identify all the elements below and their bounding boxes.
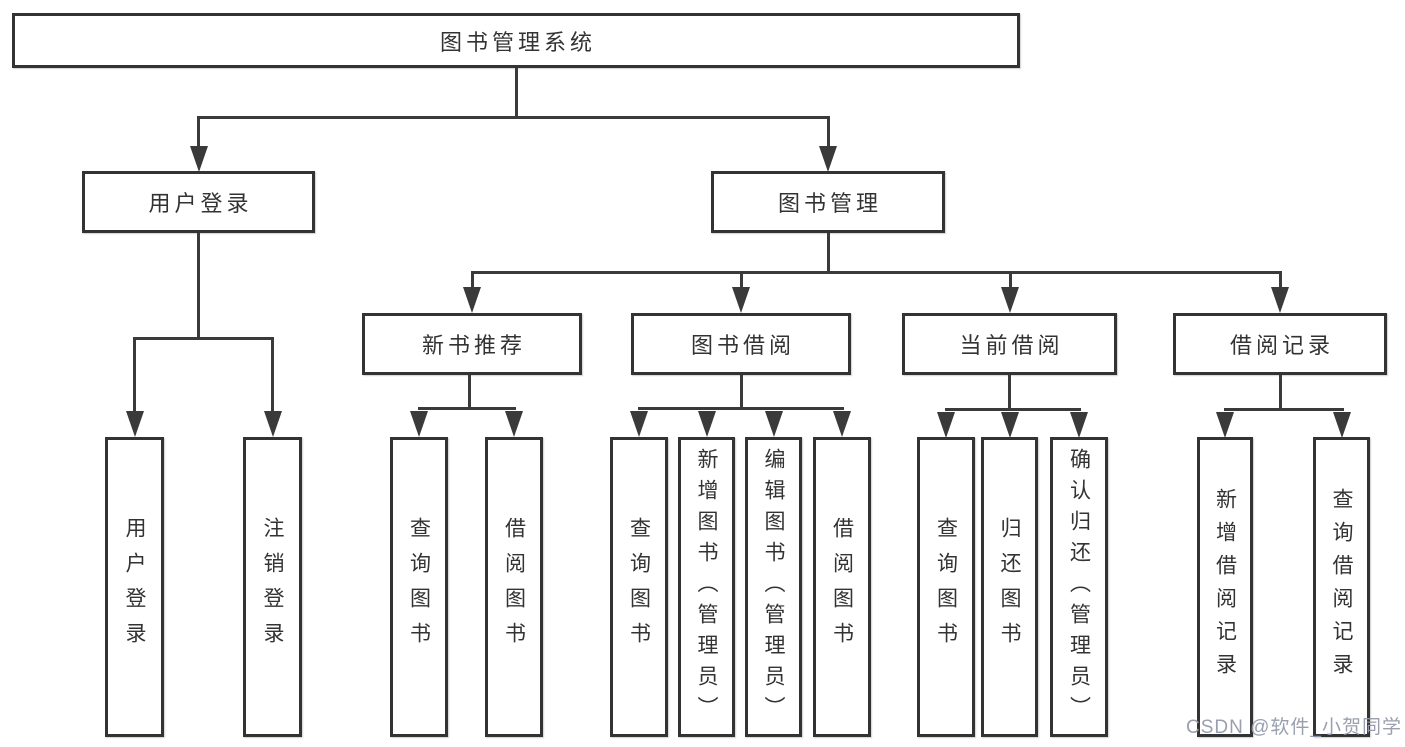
node-book-management: 图书管理 (711, 171, 945, 233)
connector-current-branch (944, 408, 1081, 411)
leaf-query-books-current: 查询图书 (917, 437, 975, 737)
arrow-down-leaf-logout (263, 411, 282, 437)
node-borrow-records-label: 借阅记录 (1229, 333, 1334, 358)
leaf-add-borrow-record: 新增借阅记录 (1197, 437, 1253, 737)
connector-drop-current (1008, 274, 1012, 288)
connector-drop-borrow (739, 274, 743, 288)
connector-drop-user-login (197, 119, 200, 147)
arrow-down-borrow-books-recommend (505, 411, 523, 437)
node-new-book-recommend: 新书推荐 (362, 313, 582, 375)
connector-drop-book-mgmt (826, 119, 830, 147)
arrow-down-query-books-current (937, 412, 955, 438)
arrow-down-book-mgmt (819, 146, 837, 172)
node-new-book-recommend-label: 新书推荐 (421, 333, 526, 358)
node-current-borrow: 当前借阅 (902, 313, 1117, 375)
connector-root-branch (197, 116, 830, 119)
arrow-down-add-book (697, 411, 716, 437)
connector-drop-records (1278, 274, 1282, 288)
connector-records-stem (1278, 375, 1282, 408)
node-user-login: 用户登录 (82, 171, 315, 233)
arrow-down-records (1271, 287, 1289, 313)
arrow-down-user-login (189, 146, 208, 172)
watermark: CSDN @软件_小贺同学 (1186, 717, 1402, 738)
leaf-return-books-label: 归还图书 (998, 517, 1021, 657)
connector-current-stem (1008, 375, 1011, 408)
connector-drop-recommend (470, 274, 474, 288)
leaf-query-books-borrow: 查询图书 (610, 437, 668, 737)
connector-bookmgmt-branch (470, 271, 1282, 274)
connector-records-branch (1223, 408, 1344, 411)
connector-root-stem (514, 68, 518, 119)
leaf-add-borrow-record-label: 新增借阅记录 (1213, 488, 1237, 686)
leaf-logout: 注销登录 (243, 437, 302, 737)
leaf-edit-book-admin-label: 编辑图书（管理员） (762, 447, 785, 727)
leaf-borrow-books-recommend: 借阅图书 (485, 437, 543, 737)
node-library-system: 图书管理系统 (12, 13, 1020, 68)
leaf-user-login-label: 用户登录 (123, 517, 146, 657)
arrow-down-borrow-books (833, 411, 851, 437)
leaf-query-books-borrow-label: 查询图书 (627, 517, 651, 657)
leaf-query-books-recommend-label: 查询图书 (407, 517, 431, 657)
connector-userlogin-branch (133, 337, 274, 340)
leaf-query-books-current-label: 查询图书 (934, 517, 958, 657)
arrow-down-borrow (732, 287, 750, 313)
connector-borrow-stem (739, 375, 743, 407)
leaf-confirm-return-admin: 确认归还（管理员） (1050, 437, 1108, 737)
arrow-down-return-books (1000, 412, 1019, 438)
leaf-query-borrow-record-label: 查询借阅记录 (1330, 488, 1353, 686)
leaf-query-borrow-record: 查询借阅记录 (1313, 437, 1370, 737)
leaf-borrow-books-label: 借阅图书 (830, 517, 854, 657)
leaf-query-books-recommend: 查询图书 (390, 437, 448, 737)
node-book-management-label: 图书管理 (777, 191, 882, 216)
leaf-edit-book-admin: 编辑图书（管理员） (745, 437, 802, 737)
arrow-down-current (1001, 287, 1019, 313)
arrow-down-add-record (1216, 412, 1234, 438)
leaf-return-books: 归还图书 (981, 437, 1038, 737)
leaf-add-book-admin-label: 新增图书（管理员） (695, 447, 718, 727)
node-library-system-label: 图书管理系统 (439, 29, 596, 55)
arrow-down-recommend (463, 287, 481, 313)
node-book-borrow-label: 图书借阅 (690, 333, 795, 358)
connector-drop-leaf-logout (271, 340, 274, 412)
leaf-add-book-admin: 新增图书（管理员） (678, 437, 735, 737)
connector-recommend-stem (468, 375, 471, 407)
arrow-down-query-books-recommend (410, 411, 428, 437)
leaf-confirm-return-admin-label: 确认归还（管理员） (1067, 447, 1091, 727)
arrow-down-query-record (1332, 412, 1351, 438)
leaf-borrow-books-recommend-label: 借阅图书 (502, 517, 526, 657)
leaf-user-login: 用户登录 (105, 437, 164, 737)
leaf-borrow-books: 借阅图书 (813, 437, 871, 737)
connector-recommend-branch (417, 407, 516, 410)
connector-userlogin-stem (197, 233, 200, 337)
node-borrow-records: 借阅记录 (1173, 313, 1387, 375)
node-current-borrow-label: 当前借阅 (959, 333, 1064, 358)
leaf-logout-label: 注销登录 (261, 517, 284, 657)
arrow-down-leaf-login (125, 411, 144, 437)
connector-bookmgmt-stem (826, 233, 830, 271)
connector-borrow-branch (637, 407, 844, 410)
arrow-down-confirm-return (1070, 412, 1088, 438)
connector-drop-leaf-login (133, 340, 136, 412)
node-user-login-label: 用户登录 (148, 191, 253, 216)
node-book-borrow: 图书借阅 (631, 313, 851, 375)
arrow-down-query-books-borrow (630, 411, 648, 437)
arrow-down-edit-book (764, 411, 783, 437)
